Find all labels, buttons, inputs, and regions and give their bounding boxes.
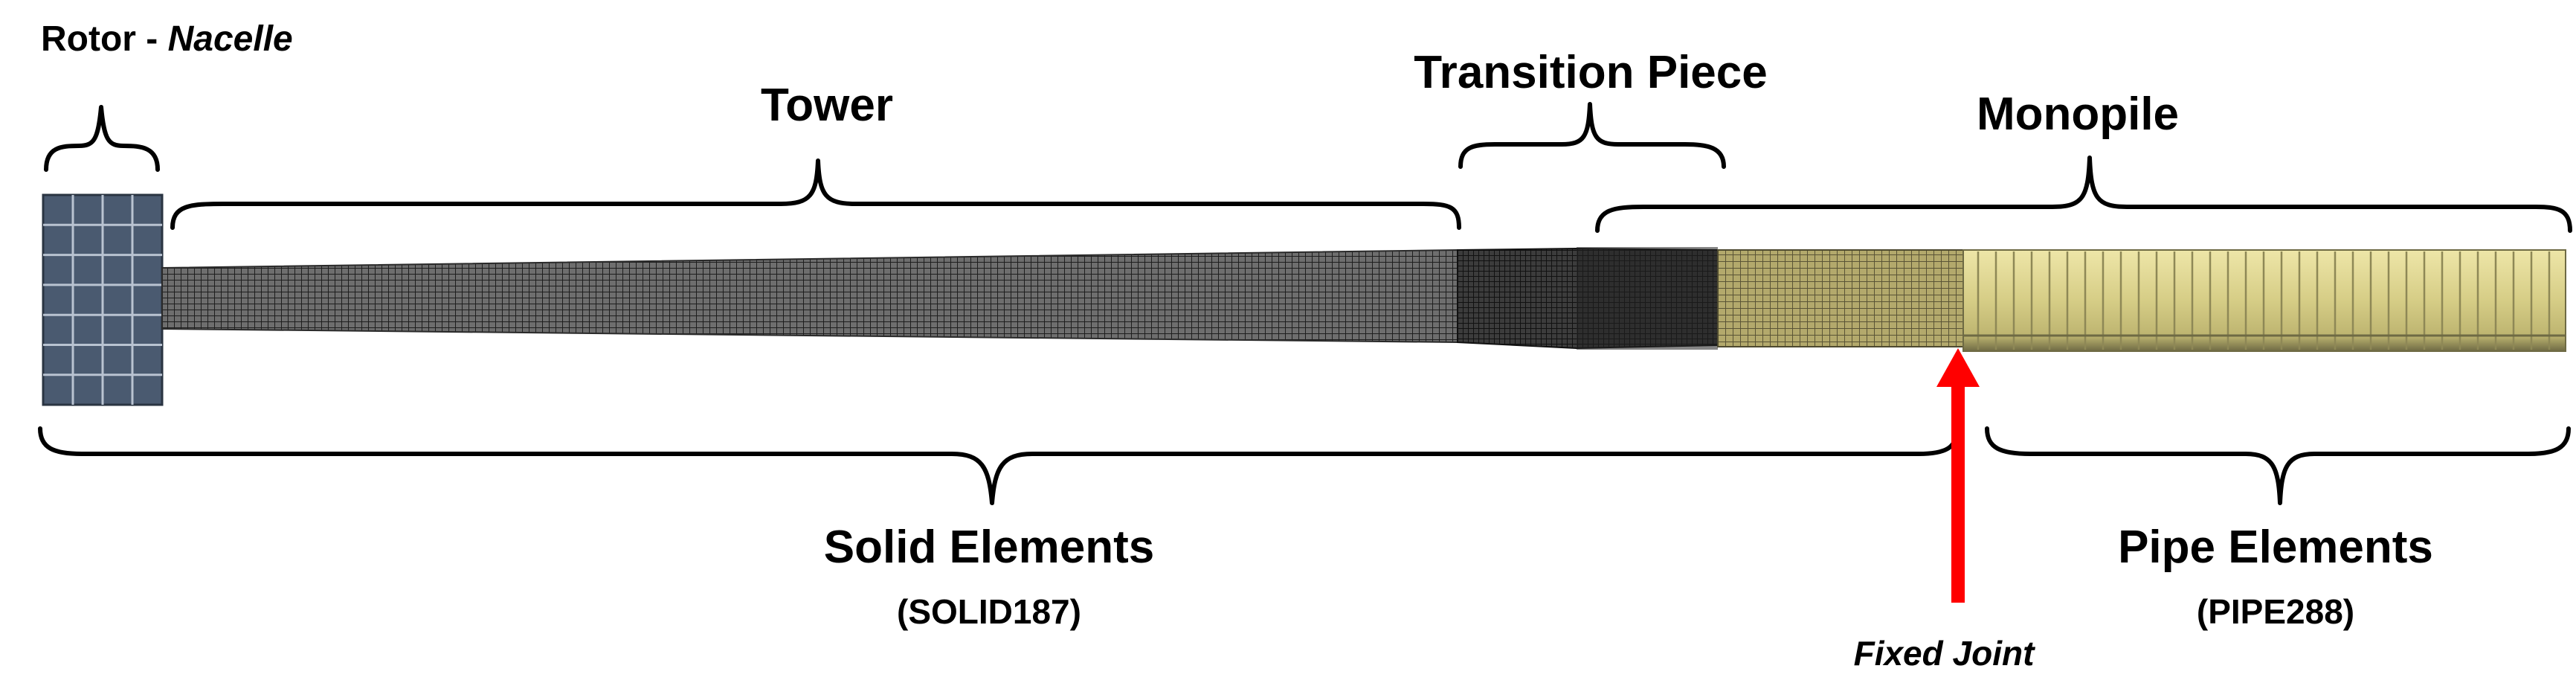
pipe-elements-brace xyxy=(1985,426,2571,505)
rotor-nacelle-brace xyxy=(44,105,160,172)
pipe-elements-label: Pipe Elements xyxy=(2118,522,2433,573)
solid187-label: (SOLID187) xyxy=(897,592,1081,631)
transition-piece-label: Transition Piece xyxy=(1414,47,1768,98)
fixed-joint-label: Fixed Joint xyxy=(1854,634,2035,673)
pipe288-label: (PIPE288) xyxy=(2197,592,2354,631)
tower-mesh xyxy=(161,249,1458,344)
solid-elements-brace xyxy=(38,426,1960,505)
monopile-pipe-elements xyxy=(1962,249,2566,352)
transition-overlap-mesh xyxy=(1577,247,1718,350)
solid-elements-label: Solid Elements xyxy=(824,522,1154,573)
monopile-solid-mesh xyxy=(1717,249,1964,347)
transition-piece-brace xyxy=(1458,102,1726,169)
monopile-label: Monopile xyxy=(1977,89,2179,140)
tower-label: Tower xyxy=(761,80,893,131)
rotor-nacelle-label: Rotor - Nacelle xyxy=(41,19,293,59)
monopile-brace xyxy=(1595,156,2572,233)
rotor-nacelle-block xyxy=(42,193,164,406)
tower-brace xyxy=(170,158,1461,230)
fixed-joint-arrow xyxy=(1936,348,1980,603)
